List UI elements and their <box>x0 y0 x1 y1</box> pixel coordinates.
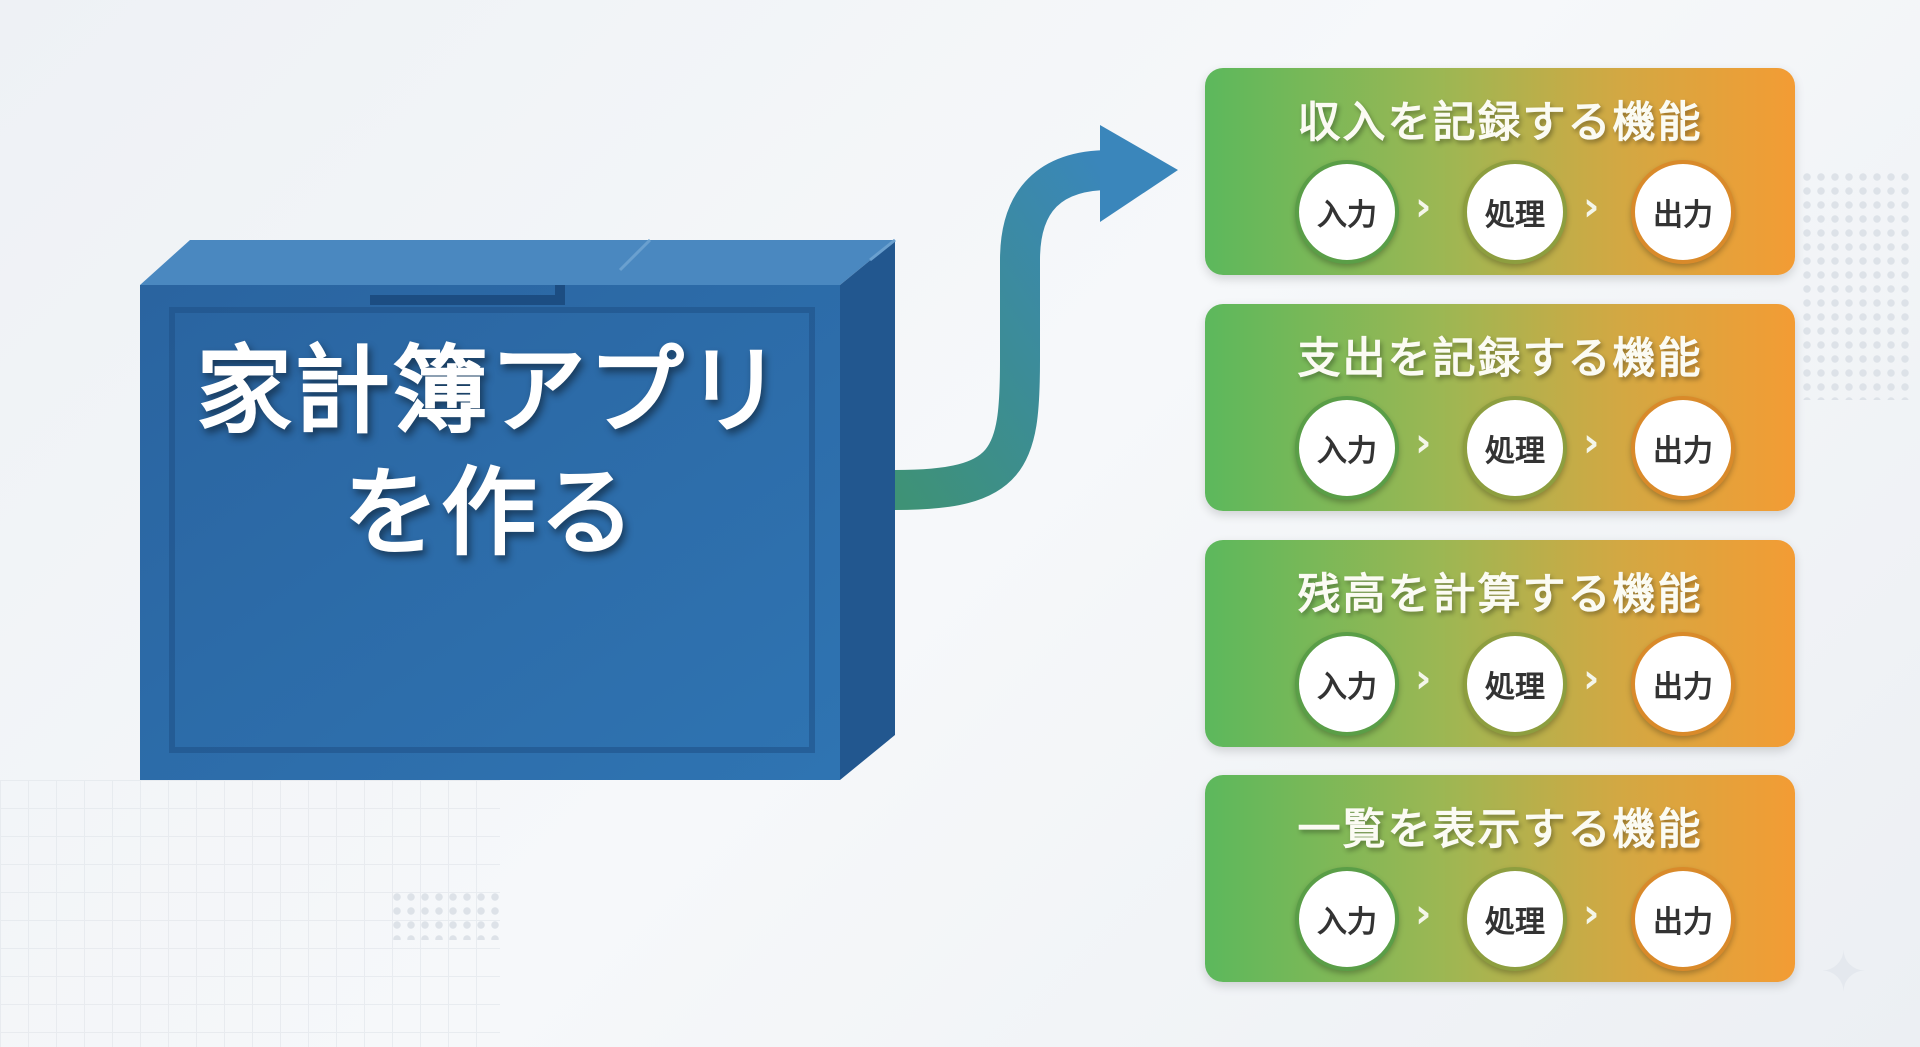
feature-card-expense: 支出を記録する機能 入力 › 処理 › 出力 <box>1205 304 1795 511</box>
step-process: 処理 <box>1463 867 1567 971</box>
step-output: 出力 <box>1631 632 1735 736</box>
feature-title: 一覧を表示する機能 <box>1297 805 1703 855</box>
chevron-right-icon: › <box>1583 420 1600 466</box>
curved-arrow-icon <box>894 125 1178 510</box>
step-process: 処理 <box>1463 632 1567 736</box>
step-output: 出力 <box>1631 396 1735 500</box>
feature-title: 残高を計算する機能 <box>1297 570 1703 620</box>
sparkle-icon: ✦ <box>1820 940 1867 1005</box>
chevron-right-icon: › <box>1415 420 1432 466</box>
step-input: 入力 <box>1295 160 1399 264</box>
chevron-right-icon: › <box>1583 656 1600 702</box>
chevron-right-icon: › <box>1415 656 1432 702</box>
step-input: 入力 <box>1295 867 1399 971</box>
step-output: 出力 <box>1631 160 1735 264</box>
main-title-line1: 家計簿アプリ <box>196 335 784 447</box>
feature-card-list: 一覧を表示する機能 入力 › 処理 › 出力 <box>1205 775 1795 982</box>
feature-card-balance: 残高を計算する機能 入力 › 処理 › 出力 <box>1205 540 1795 747</box>
background-dots <box>1800 170 1910 400</box>
feature-title: 支出を記録する機能 <box>1297 334 1703 384</box>
main-title-line2: を作る <box>343 457 637 569</box>
background-dots <box>390 890 500 940</box>
step-input: 入力 <box>1295 632 1399 736</box>
step-process: 処理 <box>1463 160 1567 264</box>
main-title: 家計簿アプリ を作る <box>140 330 840 574</box>
step-output: 出力 <box>1631 867 1735 971</box>
chevron-right-icon: › <box>1415 891 1432 937</box>
chevron-right-icon: › <box>1583 891 1600 937</box>
feature-title: 収入を記録する機能 <box>1297 98 1703 148</box>
chevron-right-icon: › <box>1415 184 1432 230</box>
step-input: 入力 <box>1295 396 1399 500</box>
chevron-right-icon: › <box>1583 184 1600 230</box>
step-process: 処理 <box>1463 396 1567 500</box>
feature-card-income: 収入を記録する機能 入力 › 処理 › 出力 <box>1205 68 1795 275</box>
